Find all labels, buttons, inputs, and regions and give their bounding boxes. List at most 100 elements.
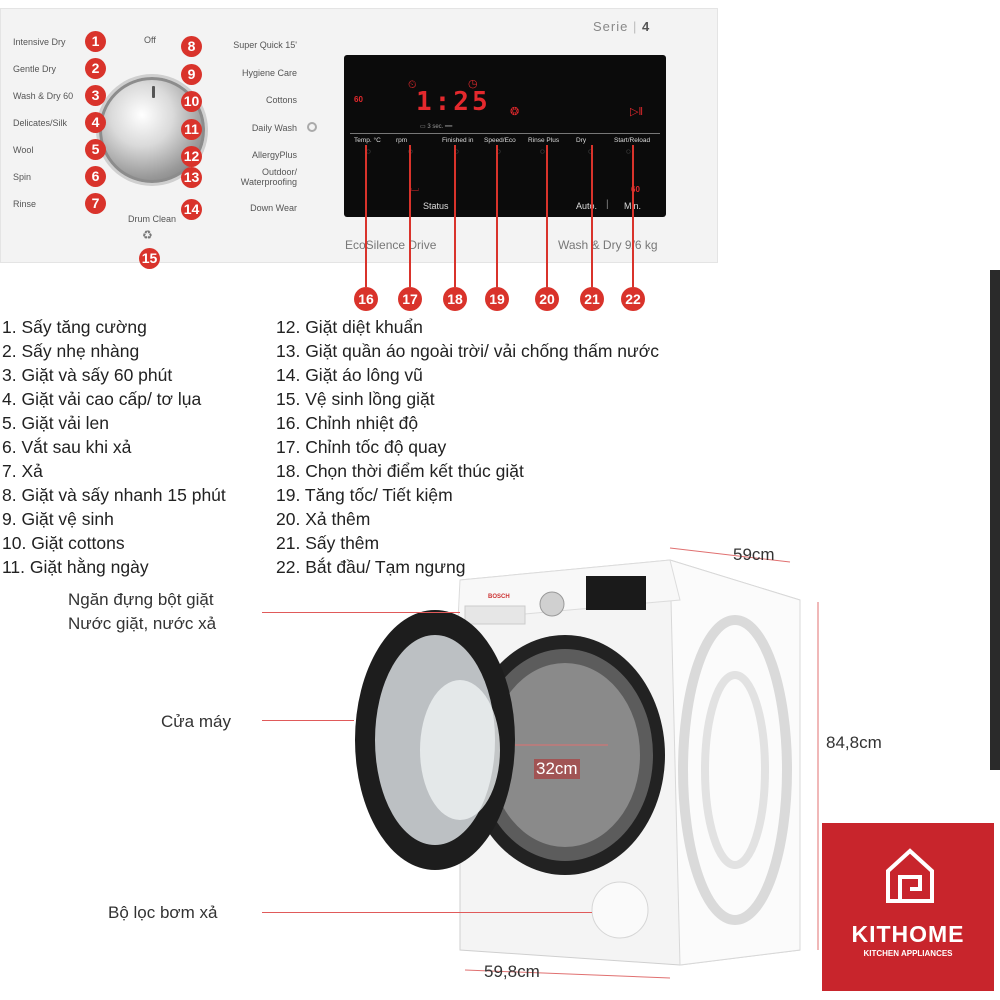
callout-line-16 [365,145,367,287]
width-bottom-line [464,969,671,979]
program-13-label[interactable]: Outdoor/ Waterproofing [240,167,297,187]
min-readout: 60 [631,185,640,194]
off-label: Off [144,35,156,45]
badge-3: 3 [85,85,106,106]
badge-17: 17 [398,287,422,311]
legend-item-right: 21. Sấy thêm [276,533,380,553]
display-button-18-label[interactable]: Finished in [442,137,474,144]
time-readout: 1:25 [416,87,491,117]
badge-15: 15 [139,248,160,269]
display-button-20-label[interactable]: Rinse Plus [528,137,560,144]
height-label: 84,8cm [826,733,882,752]
timer-icon: ⏲ [408,79,417,91]
callout-line-18 [454,145,456,287]
logo-name: KITHOME [851,921,965,947]
width-top-label: 59cm [733,545,775,564]
display-button-16-icon: ◌ [366,147,371,156]
display-button-17-label[interactable]: rpm [396,137,408,144]
width-top-line [669,547,791,563]
display-button-22-icon: ◌ [626,147,631,156]
legend-item-left: 3. Giặt và sấy 60 phút [2,365,173,385]
callout-line-19 [496,145,498,287]
drum-clean-label: Drum Clean [128,214,177,224]
callout-line-21 [591,145,593,287]
drum-clean-icon: ♻ [142,228,153,242]
display-button-20-icon: ◌ [540,147,545,156]
adjacent-image-strip [990,270,1000,770]
display-button-21-label[interactable]: Dry [576,137,587,144]
auto-separator: | [606,199,609,210]
display-button-19-label[interactable]: Speed/Eco [484,137,516,144]
door-pointer [262,720,354,721]
program-7-label[interactable]: Rinse [13,199,37,209]
legend-item-right: 18. Chọn thời điểm kết thúc giặt [276,461,524,481]
display-button-22-label[interactable]: Start/Reload [614,137,651,144]
mini-display [586,576,646,610]
program-11-label[interactable]: Daily Wash [251,123,297,133]
status-label: Status [423,201,449,211]
legend-item-left: 9. Giặt vệ sinh [2,509,114,529]
legend-item-right: 13. Giặt quần áo ngoài trời/ vải chống t… [276,341,659,361]
badge-20: 20 [535,287,559,311]
badge-1: 1 [85,31,106,52]
lcd-display: 60 ⏲ ◷ 1:25 ❂ ▷‖ ▭ 3 sec. ━━ Temp. °C◌rp… [344,55,666,217]
legend-item-left: 4. Giặt vải cao cấp/ tơ lụa [2,389,202,409]
legend-item-left: 1. Sấy tăng cường [2,317,147,337]
program-12-label[interactable]: AllergyPlus [251,150,297,160]
legend-item-left: 10. Giặt cottons [2,533,125,553]
drum-inside [490,663,640,847]
program-10-label[interactable]: Cottons [265,95,297,105]
washing-machine-illustration [355,547,819,979]
program-9-label[interactable]: Hygiene Care [241,68,297,78]
legend-item-left: 2. Sấy nhẹ nhàng [2,341,140,361]
auto-label: Auto. [576,201,598,211]
badge-11: 11 [181,119,202,140]
program-14-label[interactable]: Down Wear [250,203,297,213]
drawer-label-line2: Nước giặt, nước xả [68,614,217,633]
badge-9: 9 [181,64,202,85]
display-divider [350,133,660,134]
drawer-pointer [262,612,460,613]
program-4-label[interactable]: Delicates/Silk [13,118,68,128]
program-3-label[interactable]: Wash & Dry 60 [13,91,74,101]
badge-12: 12 [181,146,202,167]
serie-text: Serie [593,19,629,34]
badge-10: 10 [181,91,202,112]
program-5-label[interactable]: Wool [13,145,34,155]
legend-item-left: 6. Vắt sau khi xả [2,437,132,457]
filter-cover [591,881,649,939]
serie-label: Serie | 4 [593,19,651,34]
badge-16: 16 [354,287,378,311]
mini-knob [539,591,565,617]
legend-item-right: 22. Bắt đầu/ Tạm ngưng [276,557,466,577]
badge-14: 14 [181,199,202,220]
badge-8: 8 [181,36,202,57]
knob-indicator [152,86,155,98]
detergent-drawer [464,605,526,625]
badge-22: 22 [621,287,645,311]
program-2-label[interactable]: Gentle Dry [13,64,57,74]
legend-item-left: 7. Xả [2,461,43,481]
badge-5: 5 [85,139,106,160]
display-button-19-icon: ◌ [496,147,501,156]
callout-line-17 [409,145,411,287]
legend-item-right: 15. Vệ sinh lồng giặt [276,389,435,409]
eco-icon: ❂ [510,106,520,118]
door-glass-inner [420,680,500,820]
serie-number: 4 [642,19,651,34]
model-label: Wash & Dry 9/6 kg [558,238,658,252]
badge-2: 2 [85,58,106,79]
display-button-16-label[interactable]: Temp. °C [354,137,381,144]
badge-7: 7 [85,193,106,214]
program-1-label[interactable]: Intensive Dry [13,37,66,47]
badge-21: 21 [580,287,604,311]
settings-icon [307,122,317,132]
program-8-label[interactable]: Super Quick 15' [233,40,297,50]
width-bottom-label: 59,8cm [484,962,540,981]
house-logo-icon [886,848,934,903]
legend-item-left: 8. Giặt và sấy nhanh 15 phút [2,485,226,505]
program-6-label[interactable]: Spin [13,172,32,182]
legend-item-right: 20. Xả thêm [276,509,371,529]
brand-mark: BOSCH [488,594,510,600]
